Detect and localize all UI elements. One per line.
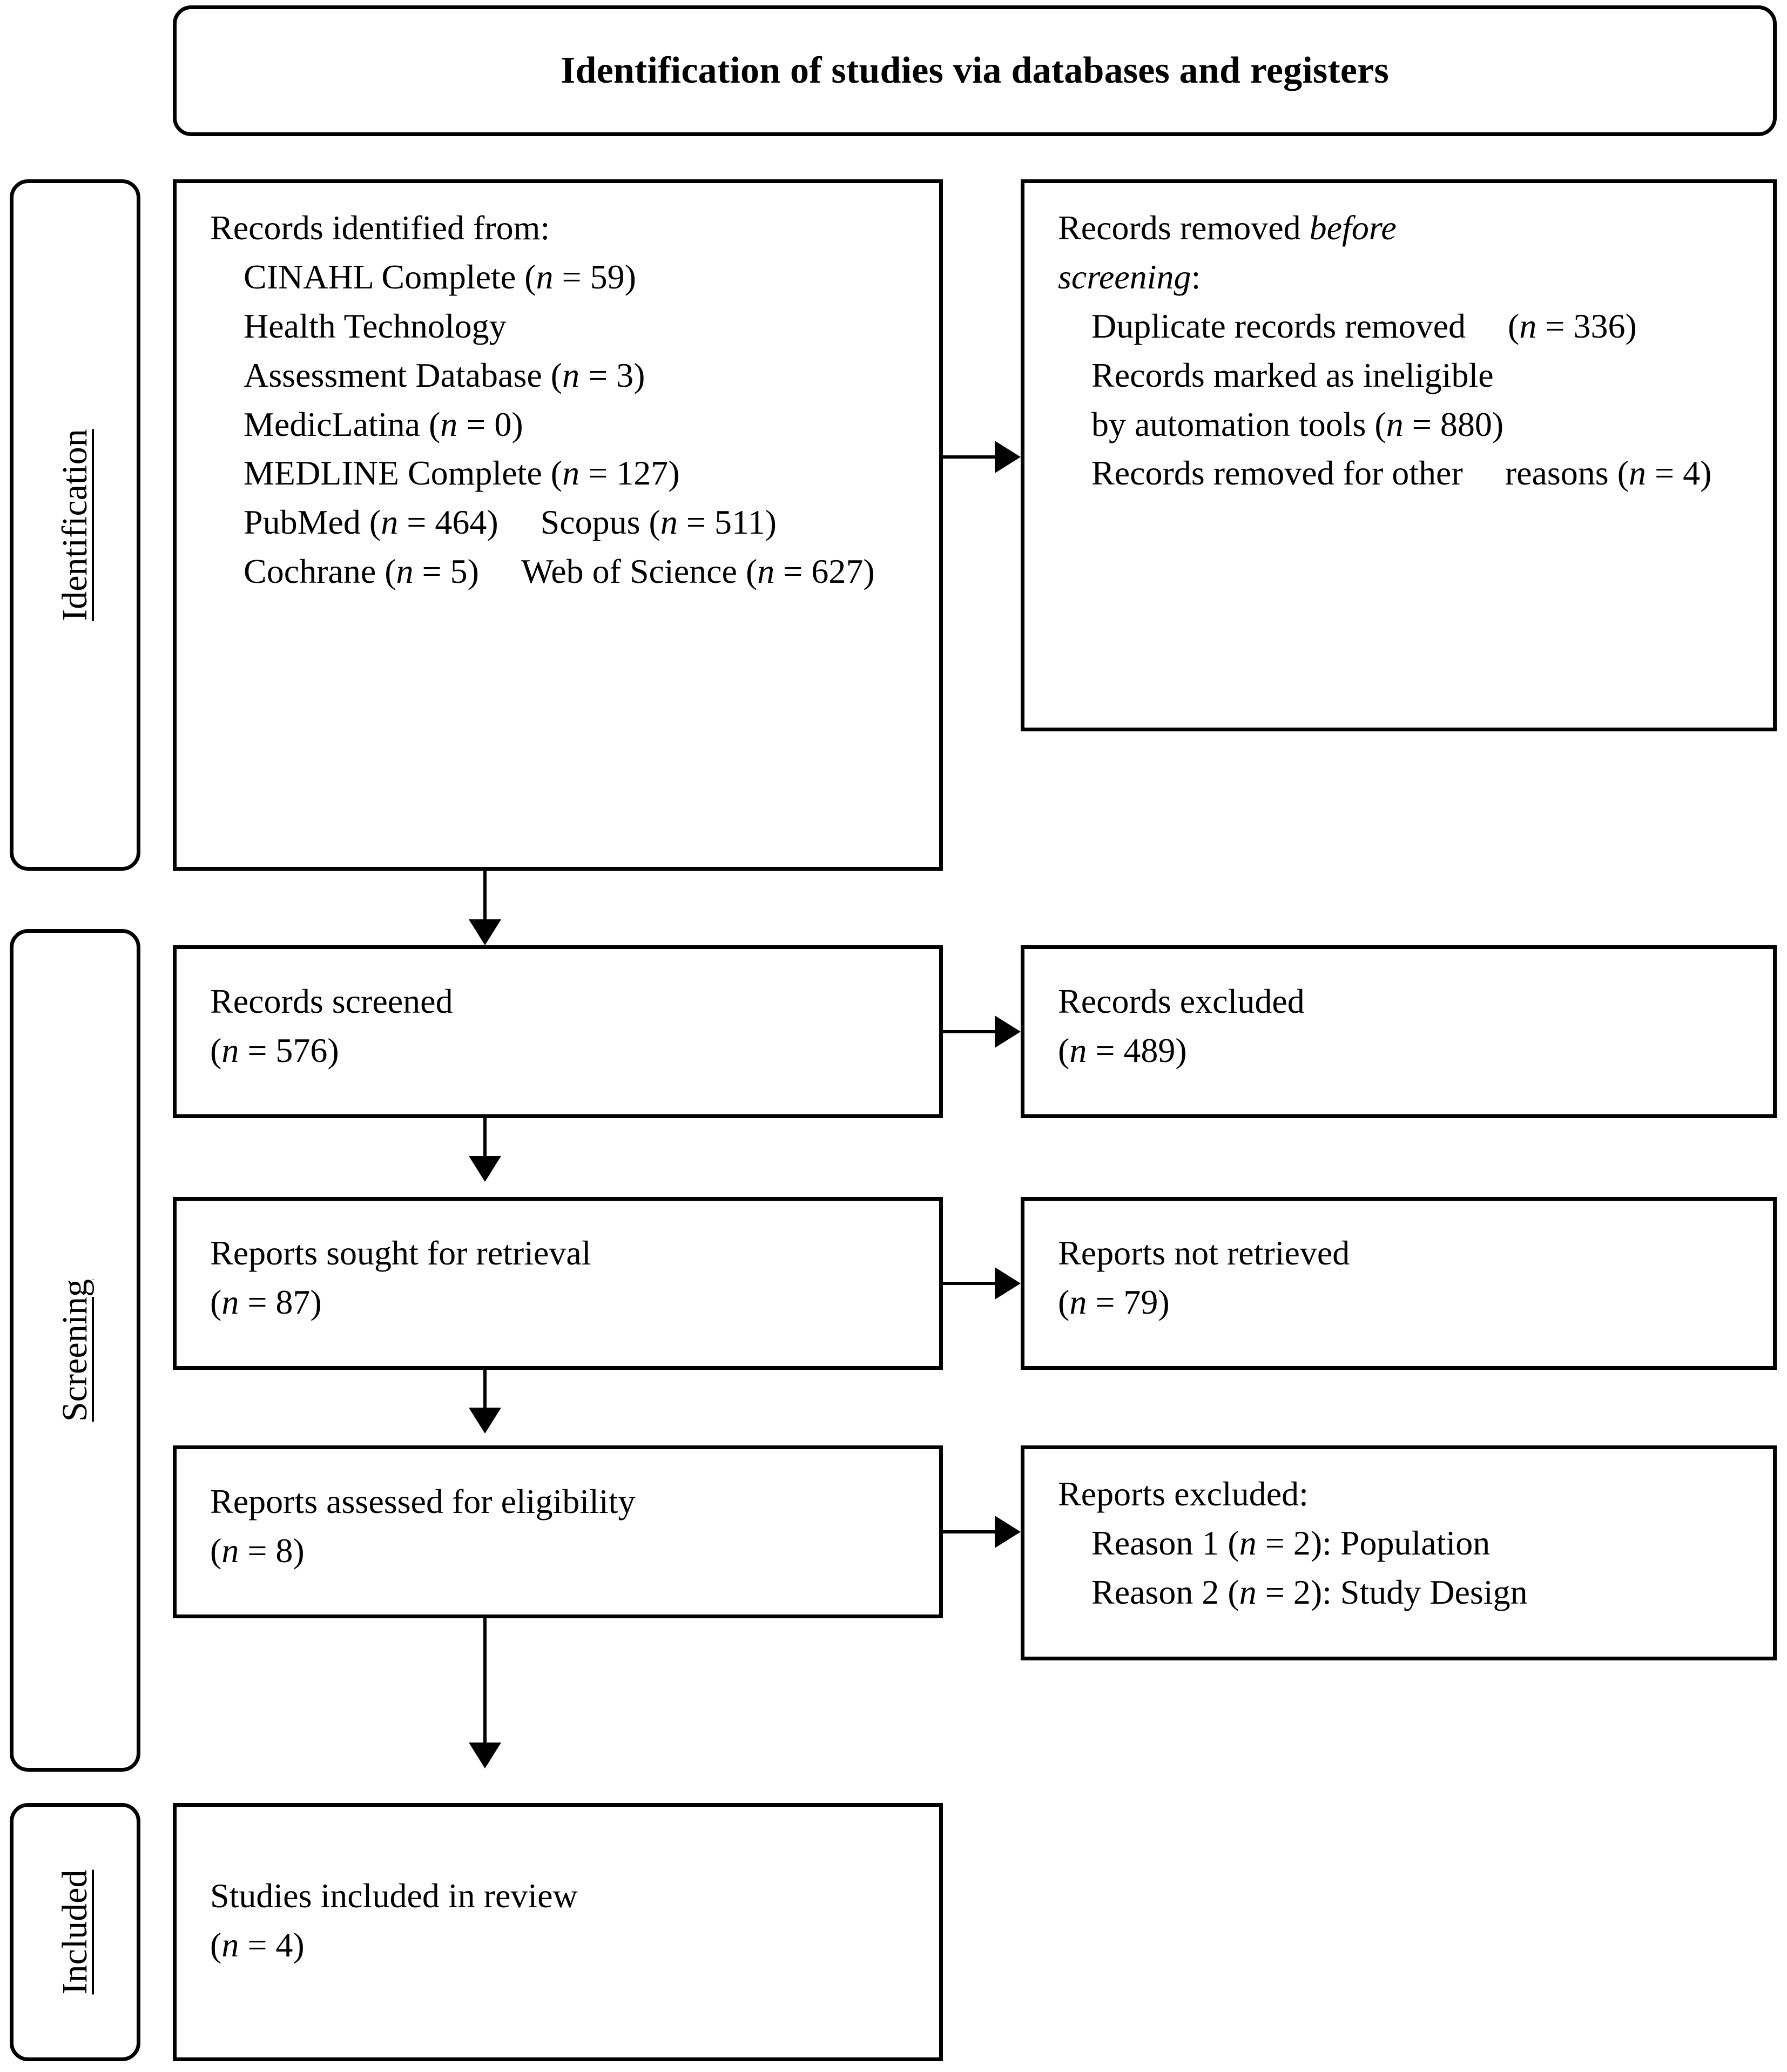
stage-bracket-screening: Screening bbox=[10, 929, 140, 1772]
arrow-sought-to-assessed-line bbox=[483, 1370, 487, 1424]
source-scopus: Scopus (n = 511) bbox=[540, 503, 777, 542]
arrow-assessed-to-included-head bbox=[469, 1743, 501, 1768]
arrow-sought-to-assessed-head bbox=[469, 1408, 501, 1434]
arrow-identified-to-removed-head bbox=[995, 441, 1021, 473]
removed-ineligible-line1: Records marked as ineligible bbox=[1091, 355, 1494, 394]
stage-label-screening: Screening bbox=[55, 1279, 95, 1422]
box-reports-sought: Reports sought for retrieval (n = 87) bbox=[173, 1197, 943, 1370]
reports-not-retrieved-count: (n = 79) bbox=[1058, 1282, 1170, 1321]
removed-duplicates-line1: Duplicate records removed bbox=[1091, 306, 1466, 345]
stage-label-included: Included bbox=[55, 1869, 95, 1995]
page-title: Identification of studies via databases … bbox=[561, 50, 1389, 91]
stage-bracket-included: Included bbox=[10, 1803, 140, 2061]
arrow-identified-to-screened-head bbox=[469, 919, 501, 945]
studies-included-heading: Studies included in review bbox=[210, 1876, 578, 1915]
source-web-of-science: Web of Science (n = 627) bbox=[521, 552, 875, 591]
arrow-screened-to-excluded-line bbox=[943, 1030, 1006, 1033]
reports-assessed-heading: Reports assessed for eligibility bbox=[210, 1482, 636, 1521]
records-identified-heading: Records identified from: bbox=[210, 208, 550, 247]
box-reports-not-retrieved: Reports not retrieved (n = 79) bbox=[1021, 1197, 1777, 1370]
arrow-identified-to-screened-line bbox=[483, 871, 487, 937]
records-excluded-heading: Records excluded bbox=[1058, 982, 1305, 1020]
source-medline: MEDLINE Complete (n = 127) bbox=[244, 454, 680, 493]
box-reports-excluded: Reports excluded: Reason 1 (n = 2): Popu… bbox=[1021, 1445, 1777, 1660]
records-screened-heading: Records screened bbox=[210, 982, 453, 1020]
reports-excluded-heading: Reports excluded: bbox=[1058, 1475, 1309, 1513]
arrow-assessed-to-excluded-line bbox=[943, 1530, 1006, 1533]
reports-sought-count: (n = 87) bbox=[210, 1282, 322, 1321]
records-removed-heading: Records removed before bbox=[1058, 208, 1397, 247]
reports-excluded-reason-2: Reason 2 (n = 2): Study Design bbox=[1091, 1572, 1528, 1611]
arrow-screened-to-excluded-head bbox=[995, 1015, 1021, 1048]
reports-excluded-reason-1: Reason 1 (n = 2): Population bbox=[1091, 1523, 1491, 1562]
reports-sought-heading: Reports sought for retrieval bbox=[210, 1234, 591, 1272]
arrow-screened-to-sought-line bbox=[483, 1118, 487, 1172]
reports-not-retrieved-heading: Reports not retrieved bbox=[1058, 1234, 1350, 1272]
records-excluded-count: (n = 489) bbox=[1058, 1031, 1187, 1069]
source-hta-line2: Assessment Database (n = 3) bbox=[244, 355, 645, 394]
source-pubmed: PubMed (n = 464) bbox=[244, 503, 498, 542]
arrow-screened-to-sought-head bbox=[469, 1156, 501, 1182]
arrow-assessed-to-included-line bbox=[483, 1618, 487, 1759]
records-screened-count: (n = 576) bbox=[210, 1031, 339, 1069]
records-removed-heading-cont: screening: bbox=[1058, 257, 1201, 296]
reports-assessed-count: (n = 8) bbox=[210, 1531, 305, 1570]
arrow-assessed-to-excluded-head bbox=[995, 1516, 1021, 1548]
arrow-sought-to-not-retrieved-head bbox=[995, 1267, 1021, 1300]
box-records-identified-outline: Records identified from: CINAHL Complete… bbox=[173, 179, 943, 871]
box-reports-assessed: Reports assessed for eligibility (n = 8) bbox=[173, 1445, 943, 1618]
box-records-removed: Records removed before screening: Duplic… bbox=[1021, 179, 1777, 731]
stage-bracket-identification: Identification bbox=[10, 179, 140, 871]
diagram-title-box: Identification of studies via databases … bbox=[173, 5, 1777, 136]
removed-other-line1: Records removed for other bbox=[1091, 454, 1463, 493]
studies-included-count: (n = 4) bbox=[210, 1925, 305, 1964]
removed-duplicates-line2: (n = 336) bbox=[1508, 306, 1637, 345]
source-hta-line1: Health Technology bbox=[244, 306, 507, 345]
box-studies-included: Studies included in review (n = 4) bbox=[173, 1803, 943, 2061]
box-records-screened: Records screened (n = 576) bbox=[173, 945, 943, 1118]
stage-label-identification: Identification bbox=[55, 429, 95, 621]
arrow-sought-to-not-retrieved-line bbox=[943, 1282, 1006, 1285]
removed-ineligible-line2: by automation tools (n = 880) bbox=[1091, 405, 1504, 443]
box-records-excluded: Records excluded (n = 489) bbox=[1021, 945, 1777, 1118]
arrow-identified-to-removed-line bbox=[943, 455, 1006, 459]
source-mediclatina: MedicLatina (n = 0) bbox=[244, 405, 523, 443]
source-cochrane: Cochrane (n = 5) bbox=[244, 552, 479, 591]
source-cinahl: CINAHL Complete (n = 59) bbox=[244, 257, 636, 296]
removed-other-line2: reasons (n = 4) bbox=[1505, 454, 1712, 493]
